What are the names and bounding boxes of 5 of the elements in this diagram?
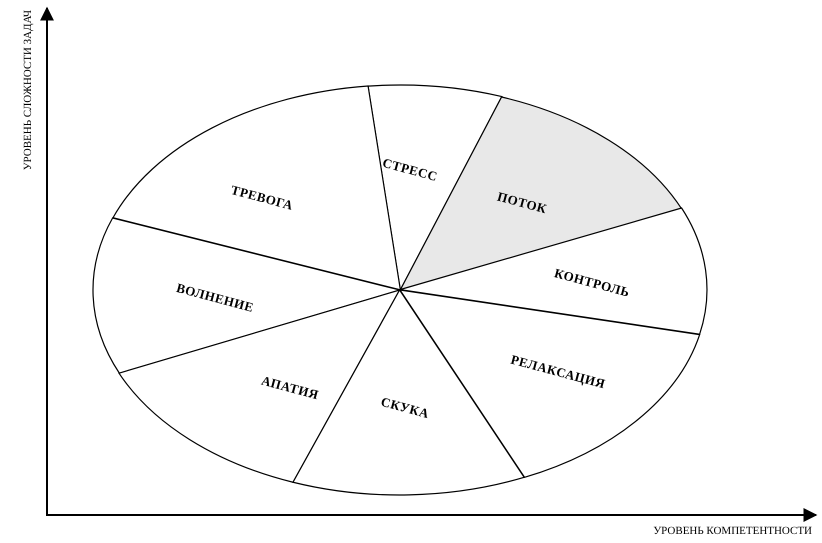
sector-label: СКУКА bbox=[379, 394, 431, 422]
axis-title: УРОВЕНЬ КОМПЕТЕНТНОСТИ bbox=[653, 525, 812, 537]
axis-title: УРОВЕНЬ СЛОЖНОСТИ ЗАДАЧ bbox=[22, 10, 34, 170]
sector-label: СТРЕСС bbox=[380, 154, 440, 186]
sector-label: ПОТОК bbox=[495, 188, 549, 218]
